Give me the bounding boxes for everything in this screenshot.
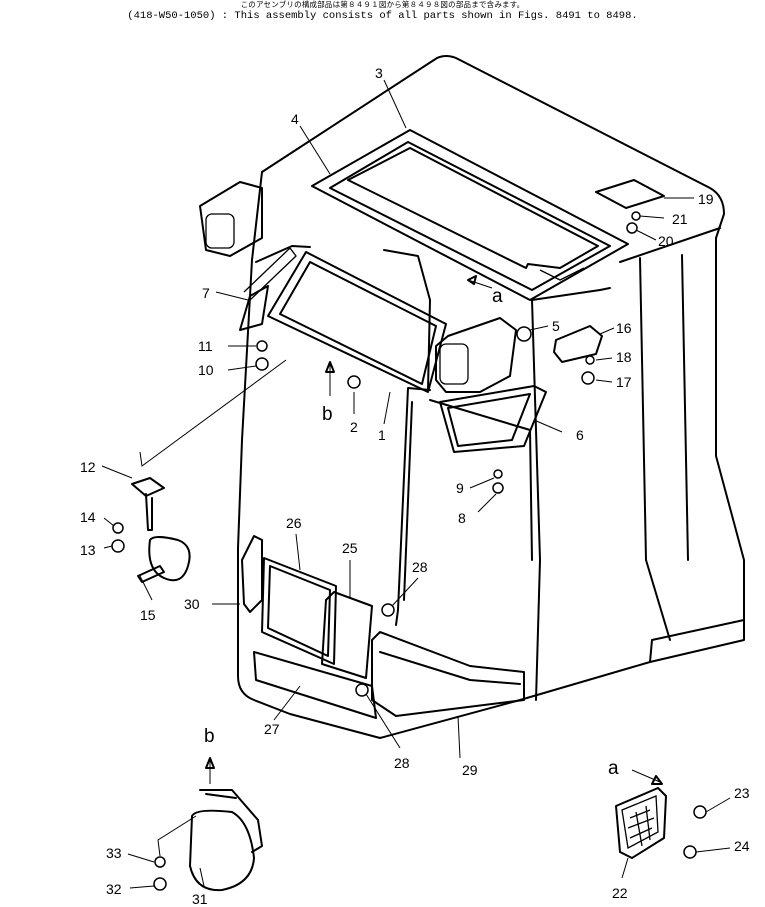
- left-mirror: [111, 359, 287, 583]
- callout-28-lower: 28: [394, 755, 410, 771]
- callout-16: 16: [616, 320, 632, 336]
- leader-lines: [101, 79, 731, 889]
- view-arrows: [205, 275, 663, 785]
- bracket-16: [516, 325, 603, 385]
- callout-14: 14: [80, 509, 96, 525]
- vent-assembly: [439, 385, 547, 453]
- detail-a-grille: [615, 787, 707, 859]
- callout-4: 4: [291, 111, 299, 127]
- callout-15: 15: [140, 607, 156, 623]
- callout-10: 10: [198, 362, 214, 378]
- detail-b-mirror: [153, 789, 263, 892]
- roof-hatch: [311, 129, 629, 301]
- callout-20: 20: [658, 233, 674, 249]
- callout-26: 26: [286, 515, 302, 531]
- callout-5: 5: [552, 318, 560, 334]
- windshield-frame: [243, 247, 447, 393]
- callout-23: 23: [734, 785, 750, 801]
- cab-body: [237, 55, 745, 739]
- center-lamp: [435, 317, 517, 393]
- callout-9: 9: [456, 480, 464, 496]
- callout-27: 27: [264, 721, 280, 737]
- callout-19: 19: [698, 191, 714, 207]
- english-note: (418-W50-1050) : This assembly consists …: [127, 10, 638, 22]
- left-fasteners: [239, 285, 504, 697]
- callout-33: 33: [106, 845, 122, 861]
- callout-7: 7: [202, 285, 210, 301]
- callout-1: 1: [378, 427, 386, 443]
- view-letter-b-detail: b: [204, 726, 215, 747]
- callout-32: 32: [106, 881, 122, 897]
- callout-24: 24: [734, 838, 750, 854]
- callout-labels: 3 4 19 21 20 7 5 16 11 10 18 17 2 1 6 12…: [80, 65, 750, 907]
- callout-28-upper: 28: [412, 559, 428, 575]
- view-letter-a-top: a: [492, 286, 503, 307]
- roof-plate: [595, 179, 665, 234]
- callout-12: 12: [80, 459, 96, 475]
- callout-25: 25: [342, 540, 358, 556]
- japanese-note: このアセンブリの構成部品は第８４９１図から第８４９８図の部品まで含みます。: [240, 0, 525, 9]
- callout-22: 22: [612, 885, 628, 901]
- callout-18: 18: [616, 349, 632, 365]
- callout-29: 29: [462, 762, 478, 778]
- left-lamp: [199, 181, 263, 257]
- callout-3: 3: [375, 65, 383, 81]
- callout-17: 17: [616, 374, 632, 390]
- callout-31: 31: [192, 891, 208, 907]
- view-letter-b-top: b: [322, 404, 333, 425]
- view-letter-labels: a b b a: [204, 286, 619, 779]
- callout-8: 8: [458, 510, 466, 526]
- callout-2: 2: [350, 419, 358, 435]
- callout-30: 30: [184, 596, 200, 612]
- callout-11: 11: [198, 338, 213, 354]
- figure-header: このアセンブリの構成部品は第８４９１図から第８４９８図の部品まで含みます。 (4…: [0, 0, 765, 22]
- view-letter-a-detail: a: [608, 758, 619, 779]
- callout-6: 6: [576, 427, 584, 443]
- callout-13: 13: [80, 542, 96, 558]
- callout-21: 21: [672, 211, 688, 227]
